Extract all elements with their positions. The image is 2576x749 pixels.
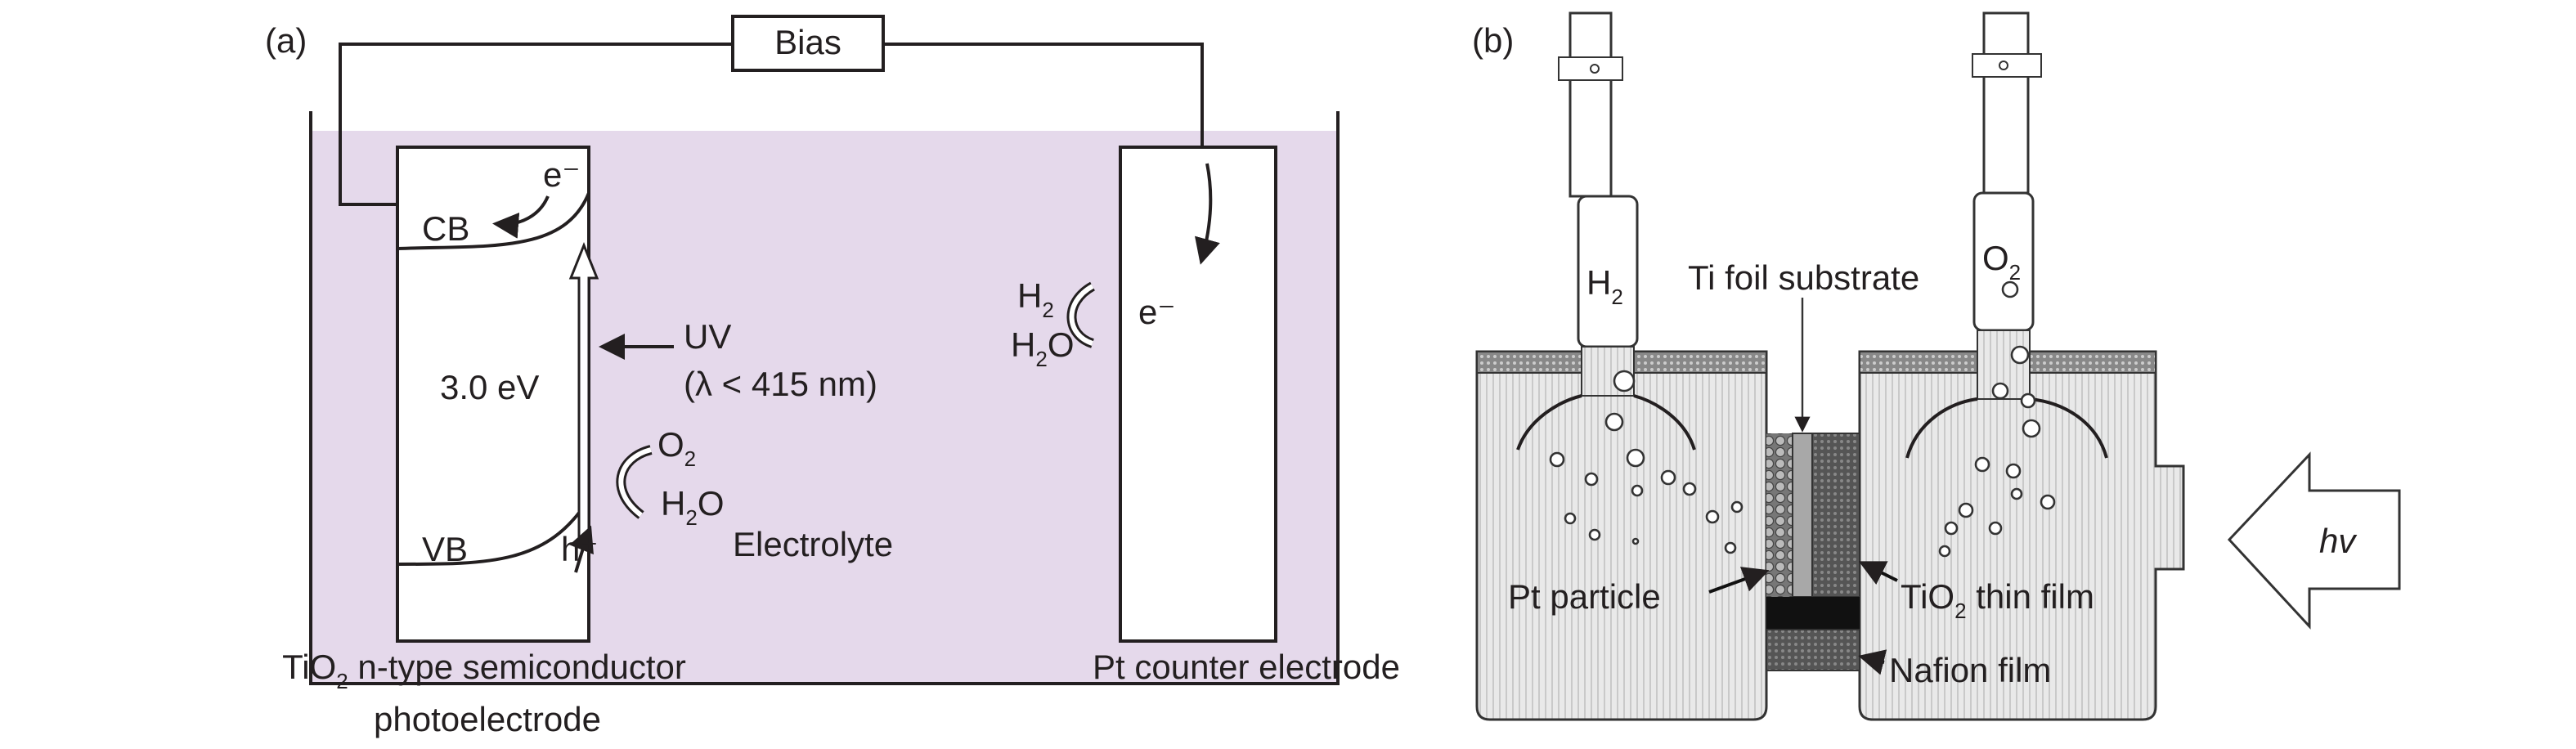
electrolyte-label: Electrolyte [733, 525, 893, 563]
h2-label: H2 [1586, 263, 1623, 309]
tio2-arrow [1858, 561, 1898, 585]
h2-funnel [1516, 394, 1696, 451]
uv-wavelength-label: (λ < 415 nm) [684, 365, 877, 403]
hole-arrow [569, 525, 594, 573]
hole-label: h⁺ [561, 530, 599, 568]
o2-label: O2 [657, 425, 696, 471]
uv-label: UV [684, 317, 731, 356]
panel-a: (a) Bias CB e⁻ 3.0 eV UV (λ < 415 nm) O2… [265, 15, 1400, 738]
h2o-label-left: H2O [661, 484, 724, 530]
h2-label: H2 [1017, 276, 1054, 322]
panel-b: (b) H2 O2 [1472, 11, 2401, 721]
h2-tube-upper [1568, 11, 1613, 198]
tio2-thin-film [1811, 433, 1860, 598]
wire-right [883, 43, 1204, 147]
electron-arrow-left [492, 195, 550, 239]
caption-counter-electrode: Pt counter electrode [1093, 648, 1400, 686]
o2-label: O2 [1982, 239, 2021, 285]
panel-a-label: (a) [265, 21, 307, 60]
caption-photoelectrode-line2: photoelectrode [374, 700, 601, 738]
nafion-film [1766, 629, 1860, 671]
cathode-cell [1475, 350, 1768, 721]
panel-b-label: (b) [1472, 21, 1514, 60]
h2o-label-right: H2O [1011, 325, 1074, 371]
o2-funnel [1905, 397, 2108, 459]
tank [309, 111, 1340, 685]
excitation-arrow [568, 241, 599, 541]
black-seal [1766, 597, 1860, 630]
conduction-band-curve [397, 192, 590, 250]
electron-arrow-right [1195, 163, 1220, 265]
cb-label: CB [422, 209, 469, 248]
o2-tube-upper [1982, 11, 2030, 195]
valence-band-curve [397, 497, 590, 566]
gas-bubbles [1549, 280, 2056, 558]
hv-label: hv [2319, 522, 2358, 560]
bias-label: Bias [774, 23, 841, 61]
pt-particle-label: Pt particle [1508, 577, 1661, 616]
nafion-arrow [1858, 649, 1887, 675]
bias-box [731, 15, 885, 72]
electron-label: e⁻ [543, 155, 581, 194]
ti-foil-substrate [1792, 433, 1813, 598]
wire-left [339, 43, 733, 206]
pt-particle-arrow [1708, 567, 1770, 594]
caption-photoelectrode-line1: TiO2 n-type semiconductor [282, 648, 686, 693]
pt-counter-electrode [1119, 146, 1277, 643]
pt-particle-layer [1766, 433, 1793, 597]
ti-foil-label: Ti foil substrate [1688, 258, 1919, 297]
nafion-label: Nafion film [1889, 651, 2051, 689]
tio2-label: TiO2 thin film [1901, 577, 2094, 623]
vb-label: VB [422, 530, 468, 568]
band-gap-label: 3.0 eV [440, 368, 539, 406]
electron-label-right: e⁻ [1138, 293, 1176, 331]
light-arrow-icon [2227, 451, 2401, 630]
